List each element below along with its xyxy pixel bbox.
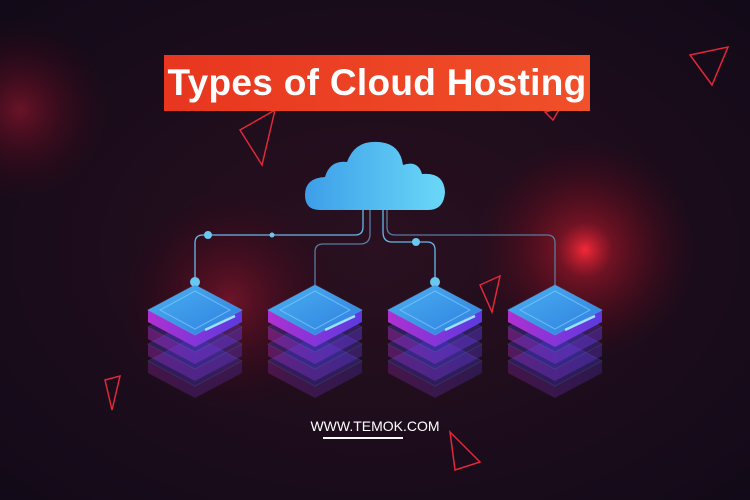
website-underline (323, 437, 403, 439)
website-link[interactable]: WWW.TEMOK.COM (310, 418, 440, 434)
red-glow-corner (0, 20, 110, 200)
page-title: Types of Cloud Hosting (167, 62, 587, 103)
connection-nodes (190, 231, 440, 287)
cloud-icon (305, 141, 445, 210)
decorative-triangles (104, 45, 730, 471)
server-stack-4 (506, 284, 604, 398)
server-stack-2 (266, 284, 364, 398)
server-stack-1 (146, 284, 244, 398)
connection-lines (194, 210, 556, 285)
title-banner: Types of Cloud Hosting (164, 55, 590, 111)
server-stack-3 (386, 284, 484, 398)
